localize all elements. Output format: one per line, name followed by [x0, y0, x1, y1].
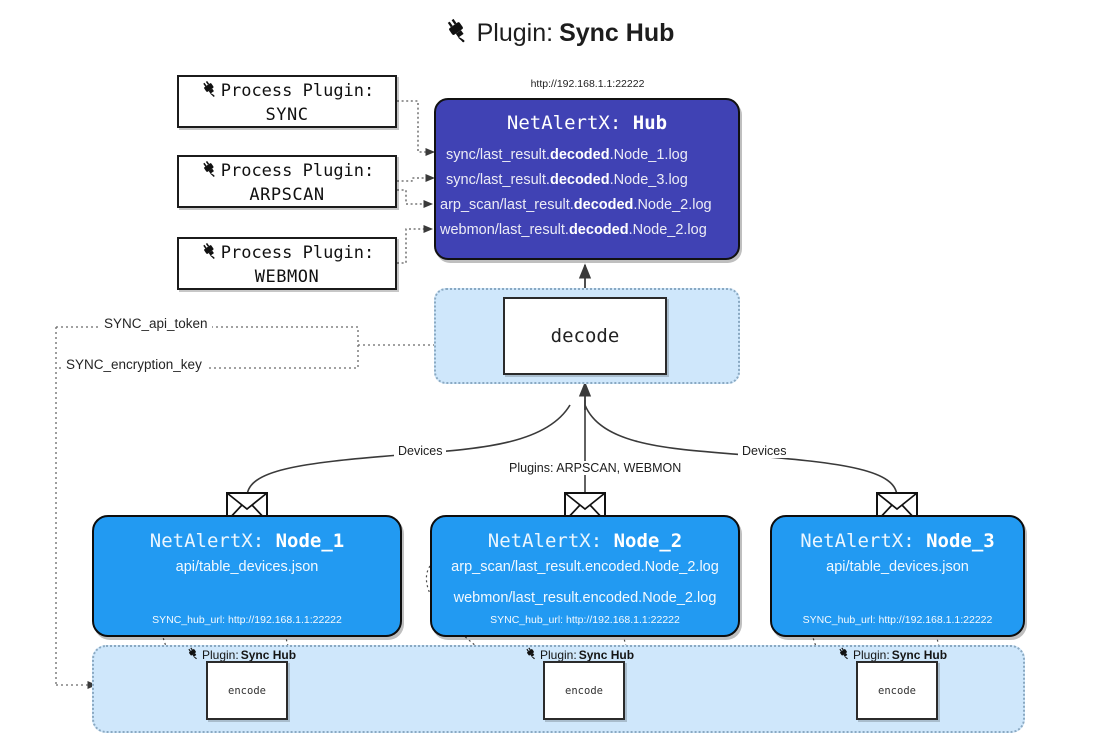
process-plugin-name: ARPSCAN: [249, 184, 325, 205]
encode-box-node-1[interactable]: encode: [206, 661, 288, 720]
page-title: Plugin: Sync Hub: [0, 16, 1117, 51]
process-plugin-caption: Process Plugin:: [220, 242, 375, 263]
node-line: api/table_devices.json: [826, 559, 969, 575]
node-title: NetAlertX: Node_2: [432, 530, 738, 552]
plug-icon: [186, 646, 200, 663]
process-plugin-name: SYNC: [265, 104, 309, 125]
hub-title: NetAlertX: Hub: [436, 112, 738, 134]
log-em: decoded: [573, 197, 634, 213]
plug-icon: [837, 646, 851, 663]
encoder-caption-name: Sync Hub: [891, 647, 948, 662]
node-title-prefix: NetAlertX:: [487, 530, 603, 552]
process-plugin-sync[interactable]: Process Plugin: SYNC: [177, 75, 397, 128]
log-post: .Node_2.log: [633, 197, 712, 213]
plug-icon: [200, 79, 219, 103]
node-card-node-1[interactable]: NetAlertX: Node_1 api/table_devices.json…: [92, 515, 402, 637]
hub-url: http://192.168.1.1:22222: [530, 78, 645, 90]
edge-label-plugins: Plugins: ARPSCAN, WEBMON: [505, 461, 686, 475]
node-title-name: Node_2: [613, 530, 683, 552]
node-line: api/table_devices.json: [175, 559, 319, 575]
encoder-caption-name: Sync Hub: [240, 647, 297, 662]
plug-icon: [524, 646, 538, 663]
page-title-prefix: Plugin:: [476, 19, 554, 47]
node-card-node-2[interactable]: NetAlertX: Node_2 arp_scan/last_result.e…: [430, 515, 740, 637]
log-pre: sync/last_result.: [446, 147, 550, 163]
envelope-icon-node-3: [876, 492, 918, 527]
node-card-node-3[interactable]: NetAlertX: Node_3 api/table_devices.json…: [770, 515, 1025, 637]
process-plugin-arpscan[interactable]: Process Plugin: ARPSCAN: [177, 155, 397, 208]
process-plugin-caption: Process Plugin:: [220, 160, 375, 181]
edge-label-devices-right: Devices: [738, 444, 791, 458]
page-title-name: Sync Hub: [559, 19, 675, 47]
hub-log-line: sync/last_result.decoded.Node_3.log: [436, 168, 738, 193]
node-title: NetAlertX: Node_3: [772, 530, 1023, 552]
node-title-name: Node_3: [926, 530, 995, 552]
encode-box-node-2[interactable]: encode: [543, 661, 625, 720]
encode-box-node-3[interactable]: encode: [856, 661, 938, 720]
node-line: webmon/last_result.encoded.Node_2.log: [453, 590, 717, 606]
encoder-caption-node-3: Plugin: Sync Hub: [837, 646, 947, 663]
log-post: .Node_2.log: [628, 222, 707, 238]
encoder-caption-prefix: Plugin:: [540, 647, 577, 662]
log-pre: arp_scan/last_result.: [440, 197, 574, 213]
node-title: NetAlertX: Node_1: [94, 530, 400, 552]
hub-node[interactable]: NetAlertX: Hub sync/last_result.decoded.…: [434, 98, 740, 260]
node-footer: SYNC_hub_url: http://192.168.1.1:22222: [490, 614, 680, 626]
hub-log-line: sync/last_result.decoded.Node_1.log: [436, 143, 738, 168]
log-pre: sync/last_result.: [446, 172, 550, 188]
encoder-caption-node-1: Plugin: Sync Hub: [186, 646, 296, 663]
encoder-caption-node-2: Plugin: Sync Hub: [524, 646, 634, 663]
node-title-prefix: NetAlertX:: [149, 530, 265, 552]
decode-box[interactable]: decode: [503, 297, 667, 375]
node-title-name: Node_1: [275, 530, 345, 552]
secret-label-api-token: SYNC_api_token: [100, 316, 212, 331]
process-plugin-caption: Process Plugin:: [220, 80, 375, 101]
encoder-caption-prefix: Plugin:: [202, 647, 239, 662]
encoder-caption-name: Sync Hub: [578, 647, 635, 662]
log-post: .Node_3.log: [609, 172, 688, 188]
plug-icon: [443, 16, 471, 51]
node-line: arp_scan/last_result.encoded.Node_2.log: [451, 559, 719, 575]
hub-log-line: arp_scan/last_result.decoded.Node_2.log: [436, 193, 738, 218]
plug-icon: [200, 241, 219, 265]
plug-icon: [200, 159, 219, 183]
log-em: decoded: [549, 147, 610, 163]
edge-label-devices-left: Devices: [394, 444, 447, 458]
secret-label-encryption-key: SYNC_encryption_key: [62, 357, 206, 372]
hub-title-name: Hub: [632, 112, 668, 134]
node-footer: SYNC_hub_url: http://192.168.1.1:22222: [152, 614, 342, 626]
node-footer: SYNC_hub_url: http://192.168.1.1:22222: [802, 614, 993, 626]
log-em: decoded: [568, 222, 629, 238]
hub-title-prefix: NetAlertX:: [506, 112, 622, 134]
log-pre: webmon/last_result.: [440, 222, 569, 238]
encoder-caption-prefix: Plugin:: [853, 647, 890, 662]
node-title-prefix: NetAlertX:: [800, 530, 915, 552]
process-plugin-name: WEBMON: [254, 266, 320, 287]
hub-log-line: webmon/last_result.decoded.Node_2.log: [436, 218, 738, 243]
log-post: .Node_1.log: [609, 147, 688, 163]
process-plugin-webmon[interactable]: Process Plugin: WEBMON: [177, 237, 397, 290]
log-em: decoded: [549, 172, 610, 188]
